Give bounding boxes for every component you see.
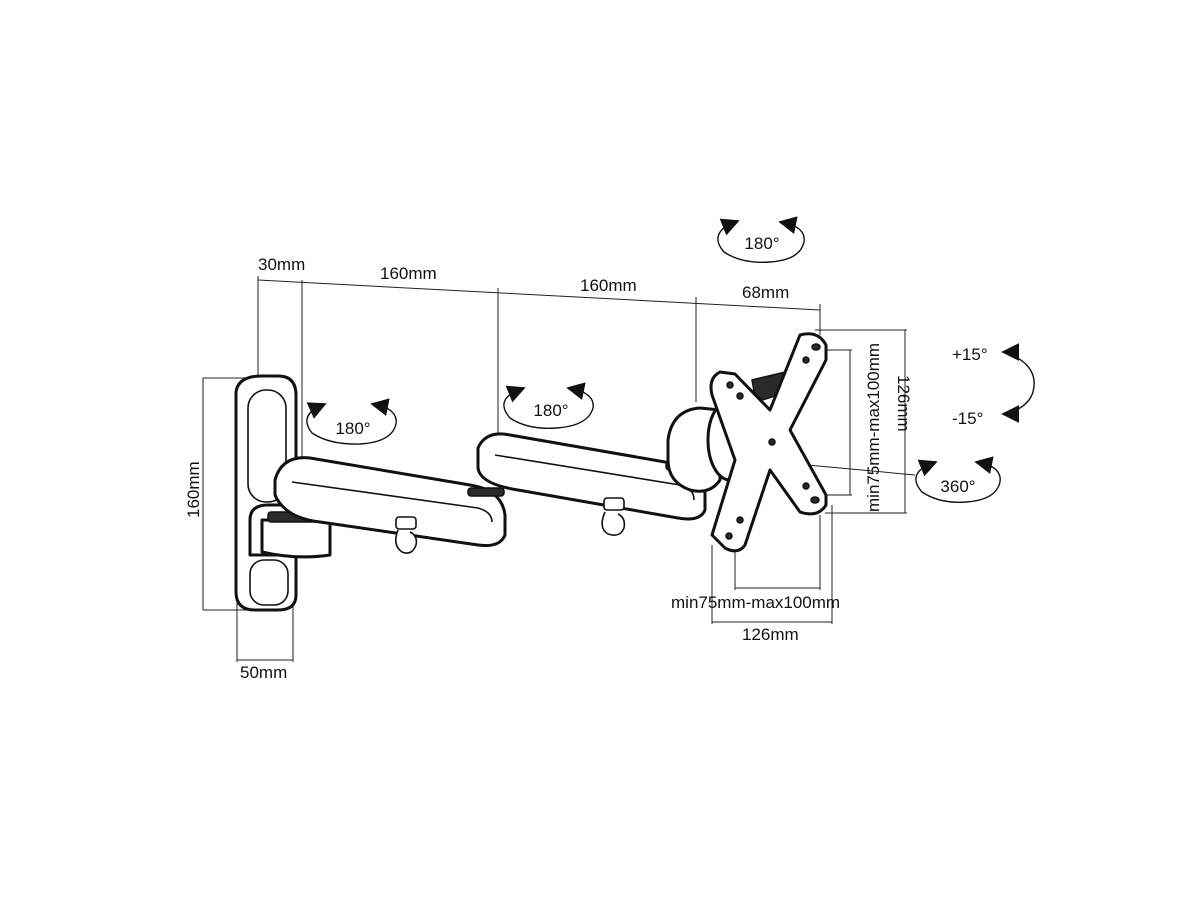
rotation-head-swivel: 180° bbox=[717, 216, 805, 263]
arm-segment-1 bbox=[273, 456, 507, 554]
rotation-joint-2: 180° bbox=[503, 382, 594, 429]
top-dimension-line bbox=[257, 279, 821, 311]
rotation-360-label: 360° bbox=[940, 477, 975, 496]
dim-vesa-width: 126mm bbox=[742, 625, 799, 644]
dim-head: 68mm bbox=[742, 283, 789, 302]
dim-vesa-vertical: min75mm-max100mm bbox=[864, 343, 883, 512]
dim-vesa-horizontal: min75mm-max100mm bbox=[671, 593, 840, 612]
rotation-joint-1: 180° bbox=[306, 398, 397, 445]
arm-segment-2 bbox=[476, 432, 707, 536]
dim-arm-2: 160mm bbox=[580, 276, 637, 295]
dim-vesa-height: 126mm bbox=[894, 375, 913, 432]
dim-plate-height: 160mm bbox=[184, 461, 203, 518]
dim-plate-depth: 50mm bbox=[240, 663, 287, 682]
rotation-joint-2-label: 180° bbox=[533, 401, 568, 420]
rotation-head-swivel-label: 180° bbox=[744, 234, 779, 253]
tilt-up-label: +15° bbox=[952, 345, 988, 364]
dim-wall-gap: 30mm bbox=[258, 255, 305, 274]
tilt-down-label: -15° bbox=[952, 409, 983, 428]
dim-arm-1: 160mm bbox=[380, 264, 437, 283]
rotation-360: 360° bbox=[915, 456, 1001, 503]
rotation-joint-1-label: 180° bbox=[335, 419, 370, 438]
vesa-plate bbox=[709, 332, 828, 553]
tilt-indicator: +15° -15° bbox=[952, 343, 1035, 428]
